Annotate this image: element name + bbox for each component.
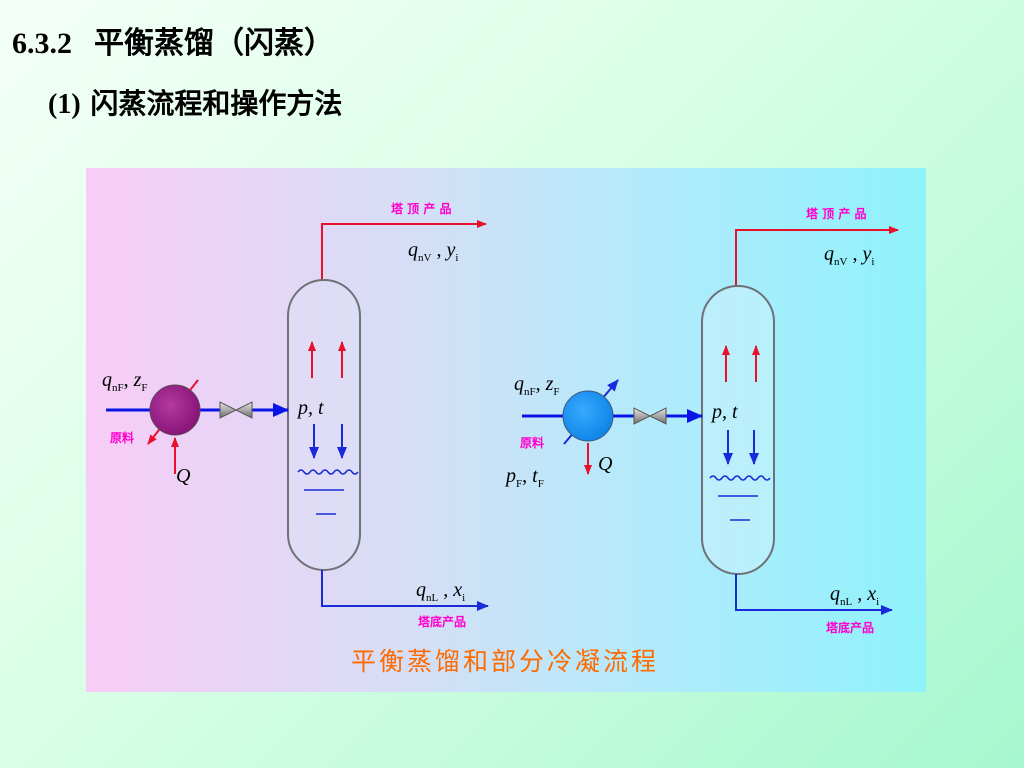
right-bottom-product-label: 塔底产品	[826, 620, 874, 635]
left-vapor-flow-label: qnV , yi	[408, 239, 458, 264]
left-flowsheet: 塔 顶 产 品 qnV , yi p, t qnL , xi 塔底产品 qnF,…	[102, 201, 489, 629]
section-title: 平衡蒸馏（闪蒸）	[94, 26, 334, 61]
right-flowsheet: 塔 顶 产 品 qnV , yi p, t qnL , xi 塔底产品 qnF,…	[504, 206, 899, 635]
left-top-product-label: 塔 顶 产 品	[391, 201, 452, 216]
left-heat-label: Q	[176, 465, 191, 487]
right-flash-column	[701, 285, 775, 575]
left-vapor-line	[321, 220, 487, 280]
right-expansion-valve	[633, 407, 667, 425]
left-pressure-temp-label: p, t	[296, 397, 324, 419]
right-vapor-flow-label: qnV , yi	[824, 243, 874, 268]
left-flash-column	[287, 279, 361, 571]
left-expansion-valve	[219, 401, 253, 419]
right-top-product-label: 塔 顶 产 品	[806, 206, 867, 221]
right-vapor-line	[735, 226, 899, 286]
right-feed-condition-label: pF, tF	[504, 465, 544, 490]
left-heater	[149, 384, 201, 436]
section-number: 6.3.2	[12, 27, 72, 60]
right-feed-material-label: 原料	[520, 435, 544, 450]
left-bottom-product-label: 塔底产品	[418, 614, 466, 629]
subsection-title: (1) 闪蒸流程和操作方法	[48, 82, 342, 122]
slide-title: 6.3.2 平衡蒸馏（闪蒸）	[12, 18, 334, 62]
left-liquid-line	[321, 570, 489, 611]
flash-diagram: 塔 顶 产 品 qnV , yi p, t qnL , xi 塔底产品 qnF,…	[102, 201, 899, 676]
right-liquid-flow-label: qnL , xi	[830, 583, 879, 608]
left-liquid-flow-label: qnL , xi	[416, 579, 465, 604]
right-pressure-temp-label: p, t	[710, 401, 738, 423]
diagram-panel: 塔 顶 产 品 qnV , yi p, t qnL , xi 塔底产品 qnF,…	[86, 168, 926, 692]
subsection-number: (1)	[48, 89, 81, 120]
right-liquid-line	[735, 574, 893, 615]
subsection-text: 闪蒸流程和操作方法	[90, 87, 343, 120]
right-cooler	[562, 390, 614, 442]
right-heat-label: Q	[598, 453, 613, 475]
right-liquid-surface	[709, 475, 771, 481]
diagram-caption: 平衡蒸馏和部分冷凝流程	[351, 647, 659, 676]
left-liquid-surface	[297, 469, 359, 475]
left-feed-label: qnF, zF	[102, 369, 148, 394]
right-feed-label: qnF, zF	[514, 373, 560, 398]
left-feed-material-label: 原料	[110, 430, 134, 445]
